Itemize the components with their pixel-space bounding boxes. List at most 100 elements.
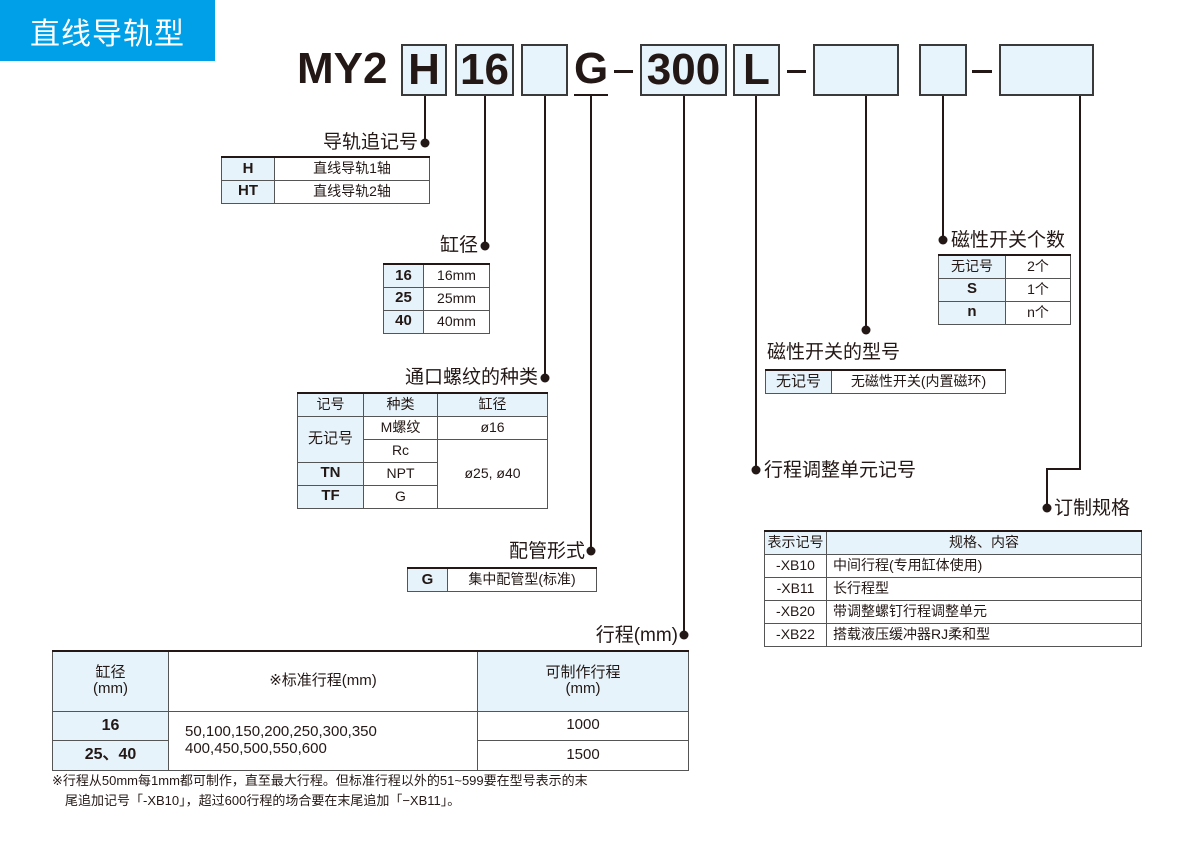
stroke-table: 缸径 (mm)※标准行程(mm)可制作行程 (mm) 16 50,100,150… <box>52 650 689 771</box>
cell: 40 <box>383 309 424 334</box>
switch-type-table: 无记号无磁性开关(内置磁环) <box>765 369 1006 394</box>
standard-stroke-line: 400,450,500,550,600 <box>185 739 327 757</box>
header-cell: 缸径 <box>437 392 548 417</box>
stroke-note: ※行程从50mm每1mm都可制作，直至最大行程。但标准行程以外的51~599要在… <box>52 771 588 811</box>
cell: 无记号 <box>297 415 364 463</box>
cell: ø25, ø40 <box>437 438 548 509</box>
cell: 直线导轨1轴 <box>274 156 430 181</box>
cell: 16 <box>383 263 424 288</box>
cell: 16mm <box>423 263 490 288</box>
cell: 25、40 <box>52 739 169 771</box>
header-cell: 记号 <box>297 392 364 417</box>
unit-code-box: L <box>733 44 780 96</box>
switch-qty-label: 磁性开关个数 <box>951 230 1066 251</box>
cell: 1500 <box>477 739 689 771</box>
cell: 2个 <box>1005 254 1071 279</box>
standard-stroke-line: 50,100,150,200,250,300,350 <box>185 723 377 740</box>
cell: H <box>221 156 275 181</box>
cell: -XB10 <box>764 553 827 578</box>
cell: 1000 <box>477 710 689 741</box>
unit-code: L <box>743 45 770 94</box>
model-prefix: MY2 <box>297 44 388 93</box>
dash <box>972 70 992 73</box>
made-to-order-label: 订制规格 <box>1054 498 1131 519</box>
cell: S <box>938 277 1006 302</box>
note-line: ※行程从50mm每1mm都可制作，直至最大行程。但标准行程以外的51~599要在… <box>52 773 588 788</box>
cell: NPT <box>363 461 438 486</box>
cell: 带调整螺钉行程调整单元 <box>826 599 1142 624</box>
adjust-unit-label: 行程调整单元记号 <box>764 460 917 481</box>
switch-qty-box <box>919 44 967 96</box>
guide-rail-label: 导轨追记号 <box>322 132 418 153</box>
cell: 25 <box>383 286 424 311</box>
bore-label: 缸径 <box>439 235 478 256</box>
guide-code: H <box>408 45 440 94</box>
cell: M螺纹 <box>363 415 438 440</box>
header-cell: 表示记号 <box>764 530 827 555</box>
series-title-banner: 直线导轨型 <box>0 0 215 61</box>
cell: G <box>407 567 448 592</box>
series-title: 直线导轨型 <box>30 17 185 51</box>
header-cell: 缸径 (mm) <box>52 650 169 712</box>
table-row: 25、40 1500 <box>52 739 689 771</box>
bore-code-box: 16 <box>455 44 514 96</box>
header-cell: 可制作行程 (mm) <box>477 650 689 712</box>
cell: n <box>938 300 1006 325</box>
cell: -XB22 <box>764 622 827 647</box>
cell: ø16 <box>437 415 548 440</box>
cell: 长行程型 <box>826 576 1142 601</box>
cell: -XB11 <box>764 576 827 601</box>
made-to-order-box <box>999 44 1094 96</box>
cell: 1个 <box>1005 277 1071 302</box>
cell: G <box>363 484 438 509</box>
stroke-code: 300 <box>646 45 721 94</box>
dash <box>614 70 633 73</box>
cell: 中间行程(专用缸体使用) <box>826 553 1142 578</box>
cell: TN <box>297 461 364 486</box>
note-line: 尾追加记号「-XB10」，超过600行程的场合要在末尾追加「−XB11」。 <box>65 793 461 808</box>
table-row: 表示记号规格、内容 <box>764 530 1142 555</box>
cell: 直线导轨2轴 <box>274 179 430 204</box>
cell: HT <box>221 179 275 204</box>
cell: -XB20 <box>764 599 827 624</box>
stroke-label: 行程(mm) <box>595 625 678 646</box>
dash <box>787 70 806 73</box>
guide-code-box: H <box>401 44 447 96</box>
cell: 16 <box>52 710 169 741</box>
cell: 25mm <box>423 286 490 311</box>
bore-code: 16 <box>460 45 509 94</box>
header-cell: 规格、内容 <box>826 530 1142 555</box>
cell: n个 <box>1005 300 1071 325</box>
table-row: 无记号无磁性开关(内置磁环) <box>765 369 1006 394</box>
piping-code: G <box>574 45 609 96</box>
switch-type-box <box>813 44 899 96</box>
port-thread-label: 通口螺纹的种类 <box>404 367 538 388</box>
cell: 40mm <box>423 309 490 334</box>
switch-type-label: 磁性开关的型号 <box>767 342 901 363</box>
piping-label: 配管形式 <box>508 541 585 562</box>
cell: Rc <box>363 438 438 463</box>
